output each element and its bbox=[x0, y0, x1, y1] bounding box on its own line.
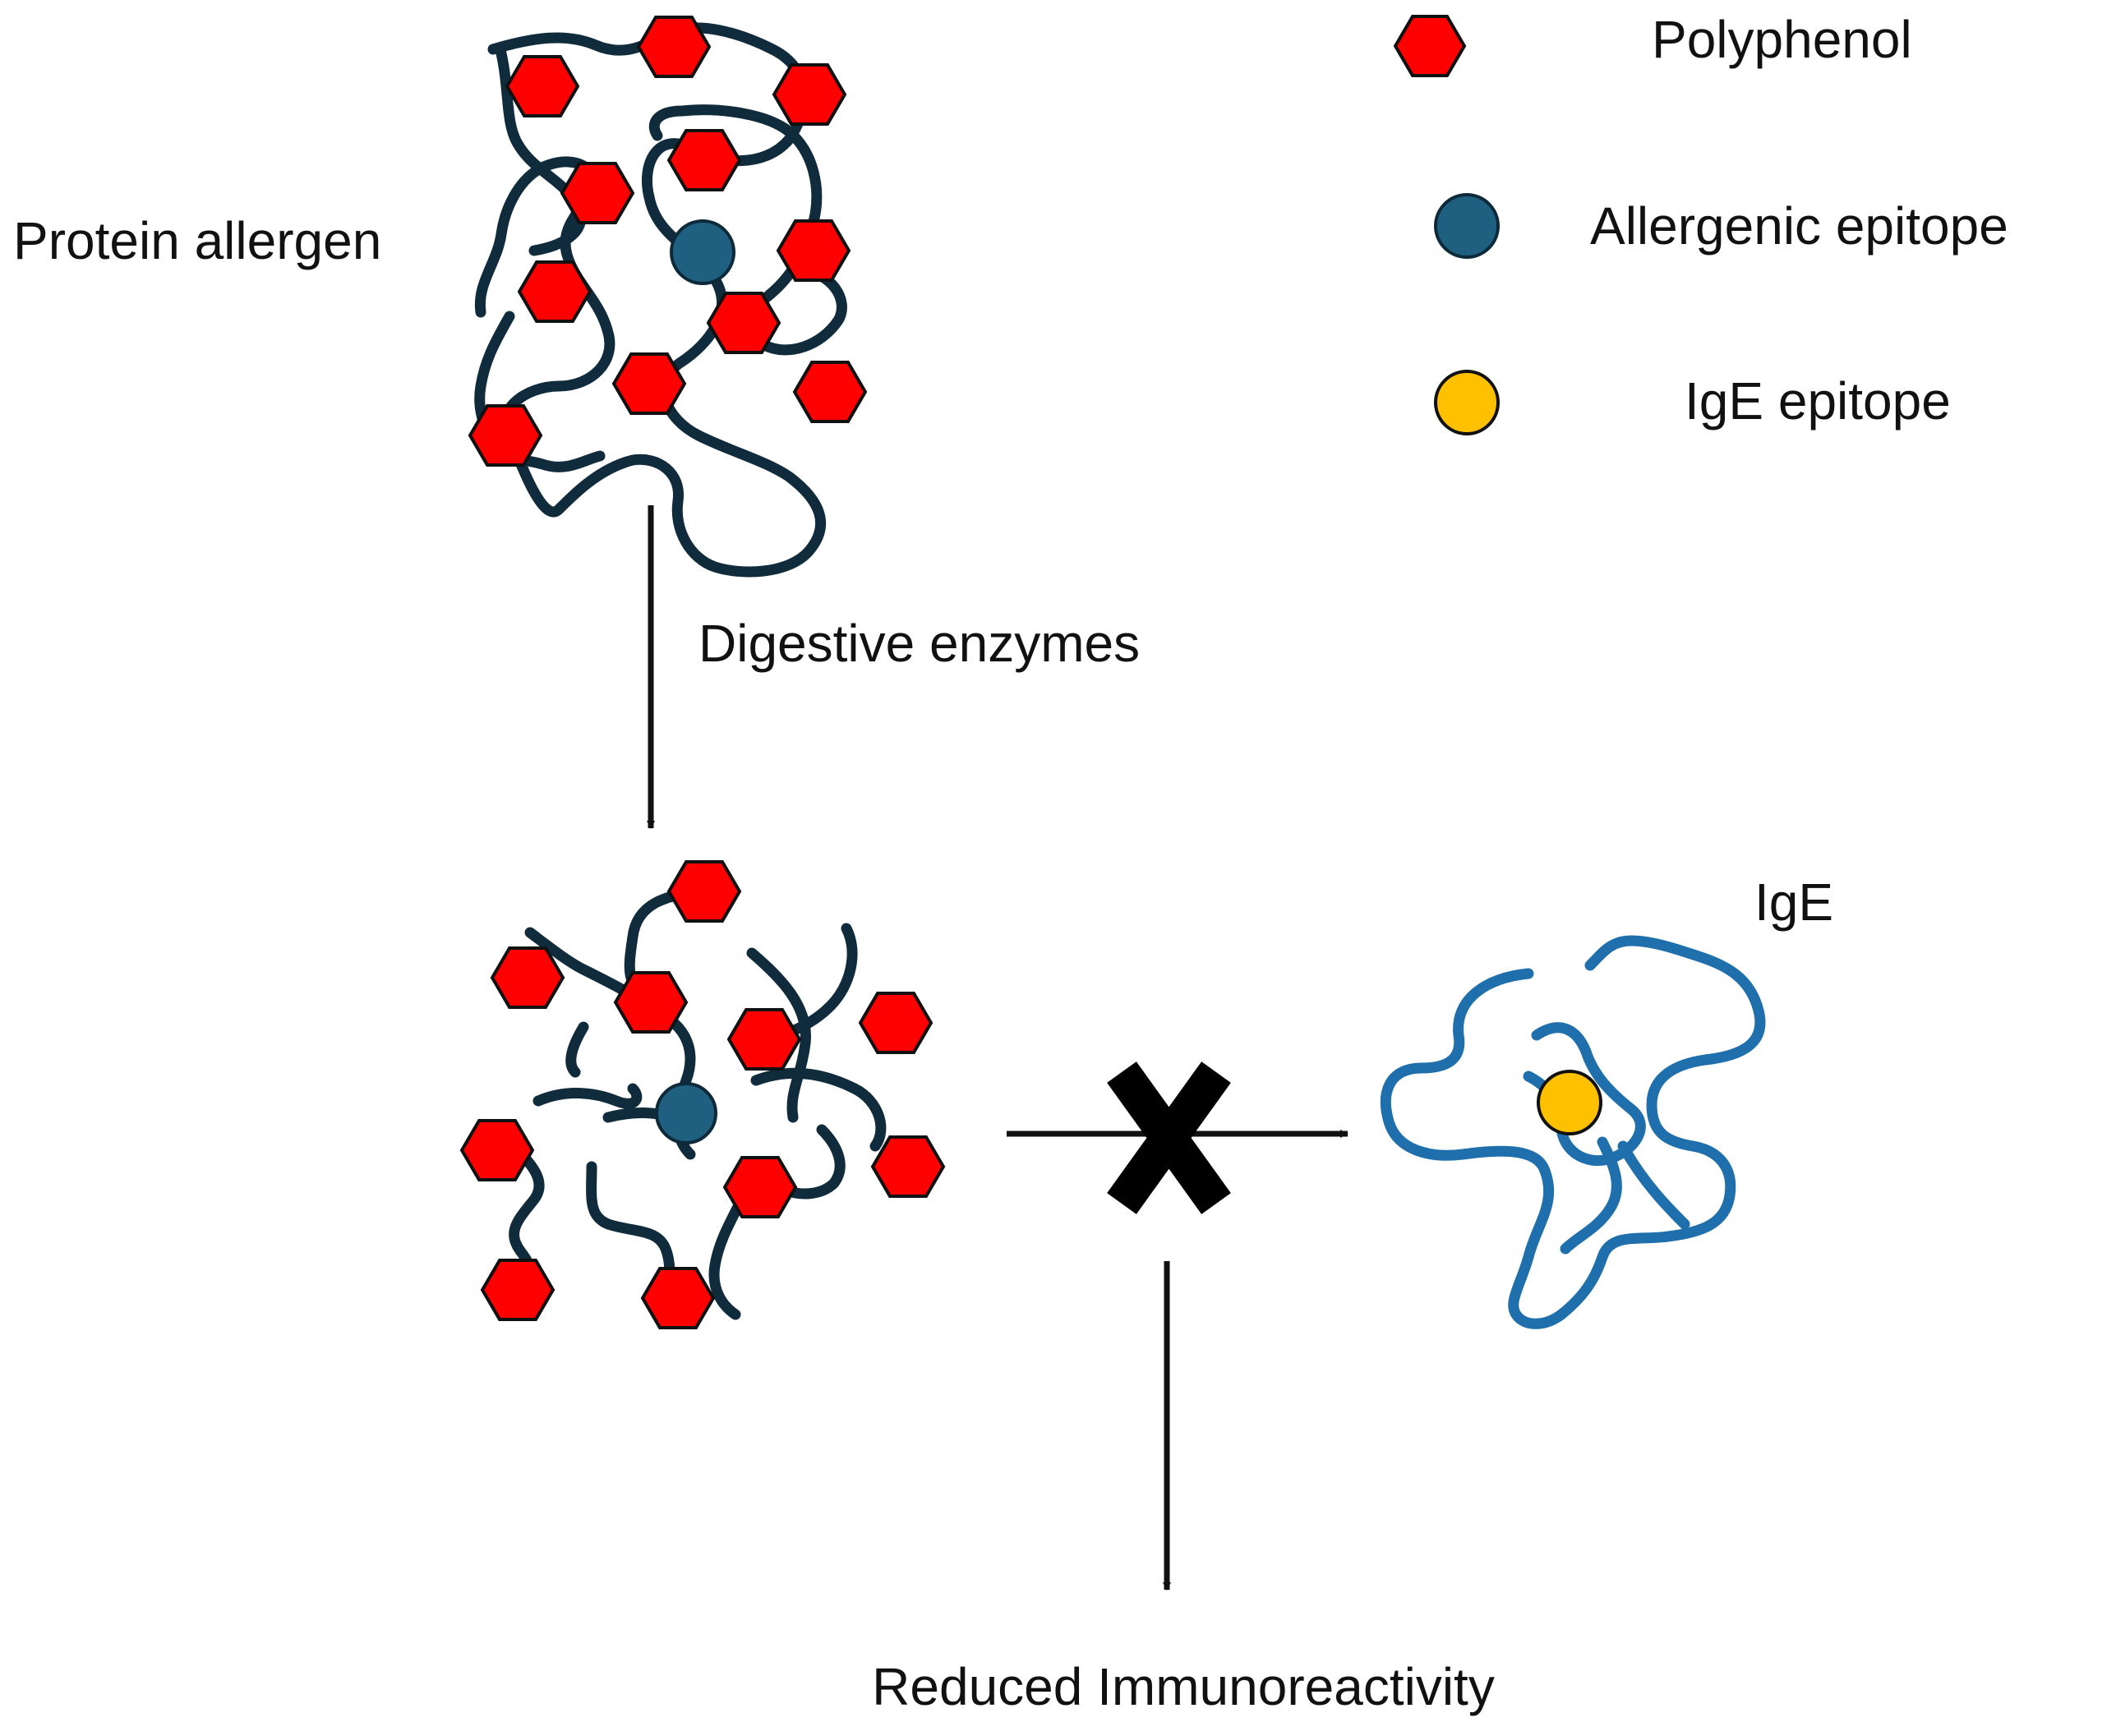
polyphenol-icon bbox=[666, 860, 742, 923]
ige-antibody bbox=[1380, 935, 1766, 1329]
x-mark-icon bbox=[1107, 1061, 1231, 1214]
polyphenol-icon bbox=[490, 946, 565, 1009]
legend-polyphenol-label: Polyphenol bbox=[1652, 10, 1912, 69]
ige-epitope-icon bbox=[1537, 1070, 1602, 1135]
peptide-fragment bbox=[532, 1083, 643, 1109]
polyphenol-icon bbox=[772, 63, 847, 126]
peptide-fragment bbox=[783, 1124, 846, 1200]
polyphenol-icon bbox=[611, 352, 687, 415]
peptide-fragment bbox=[746, 947, 811, 1123]
allergenic-epitope-icon bbox=[670, 219, 735, 285]
polyphenol-icon bbox=[722, 1156, 798, 1218]
polyphenol-icon bbox=[613, 971, 689, 1034]
legend-allergenic-epitope-label: Allergenic epitope bbox=[1590, 196, 2008, 256]
polyphenol-icon bbox=[870, 1135, 946, 1198]
digestive-enzymes-label: Digestive enzymes bbox=[698, 614, 1140, 673]
polyphenol-icon bbox=[792, 361, 868, 423]
polyphenol-icon bbox=[726, 1008, 802, 1071]
polyphenol-icon bbox=[505, 55, 580, 117]
legend: Polyphenol Allergenic epitope IgE epitop… bbox=[1393, 10, 2008, 435]
allergenic-epitope-icon bbox=[655, 1082, 717, 1144]
protein-allergen-label: Protein allergen bbox=[13, 211, 381, 270]
peptide-fragment bbox=[565, 1021, 589, 1078]
polyphenol-icon bbox=[480, 1259, 556, 1321]
protein-allergen-molecule bbox=[468, 16, 868, 578]
ige-chain bbox=[1380, 935, 1766, 1329]
peptide-fragment bbox=[708, 1190, 749, 1320]
polyphenol-icon bbox=[636, 16, 712, 78]
ige-chain-tail bbox=[1560, 1136, 1690, 1255]
polyphenol-icon bbox=[706, 292, 781, 354]
polyphenol-icon bbox=[468, 404, 543, 467]
legend-polyphenol-icon bbox=[1393, 15, 1467, 77]
polyphenol-icon bbox=[459, 1119, 535, 1181]
polyphenol-icon bbox=[560, 162, 635, 224]
legend-ige-epitope-label: IgE epitope bbox=[1685, 371, 1951, 431]
ige-label: IgE bbox=[1754, 873, 1833, 932]
polyphenol-icon bbox=[517, 260, 592, 323]
legend-allergenic-epitope-icon bbox=[1434, 193, 1500, 259]
protein-chain-left-arm bbox=[496, 48, 587, 256]
peptide-fragment bbox=[750, 1067, 887, 1152]
polyphenol-icon bbox=[776, 219, 851, 282]
legend-ige-epitope-icon bbox=[1434, 370, 1500, 435]
reduced-immunoreactivity-label: Reduced Immunoreactivity bbox=[872, 1657, 1495, 1716]
polyphenol-icon bbox=[858, 992, 934, 1054]
polyphenol-icon bbox=[666, 129, 742, 191]
digested-peptides bbox=[459, 860, 946, 1329]
polyphenol-icon bbox=[640, 1267, 716, 1329]
